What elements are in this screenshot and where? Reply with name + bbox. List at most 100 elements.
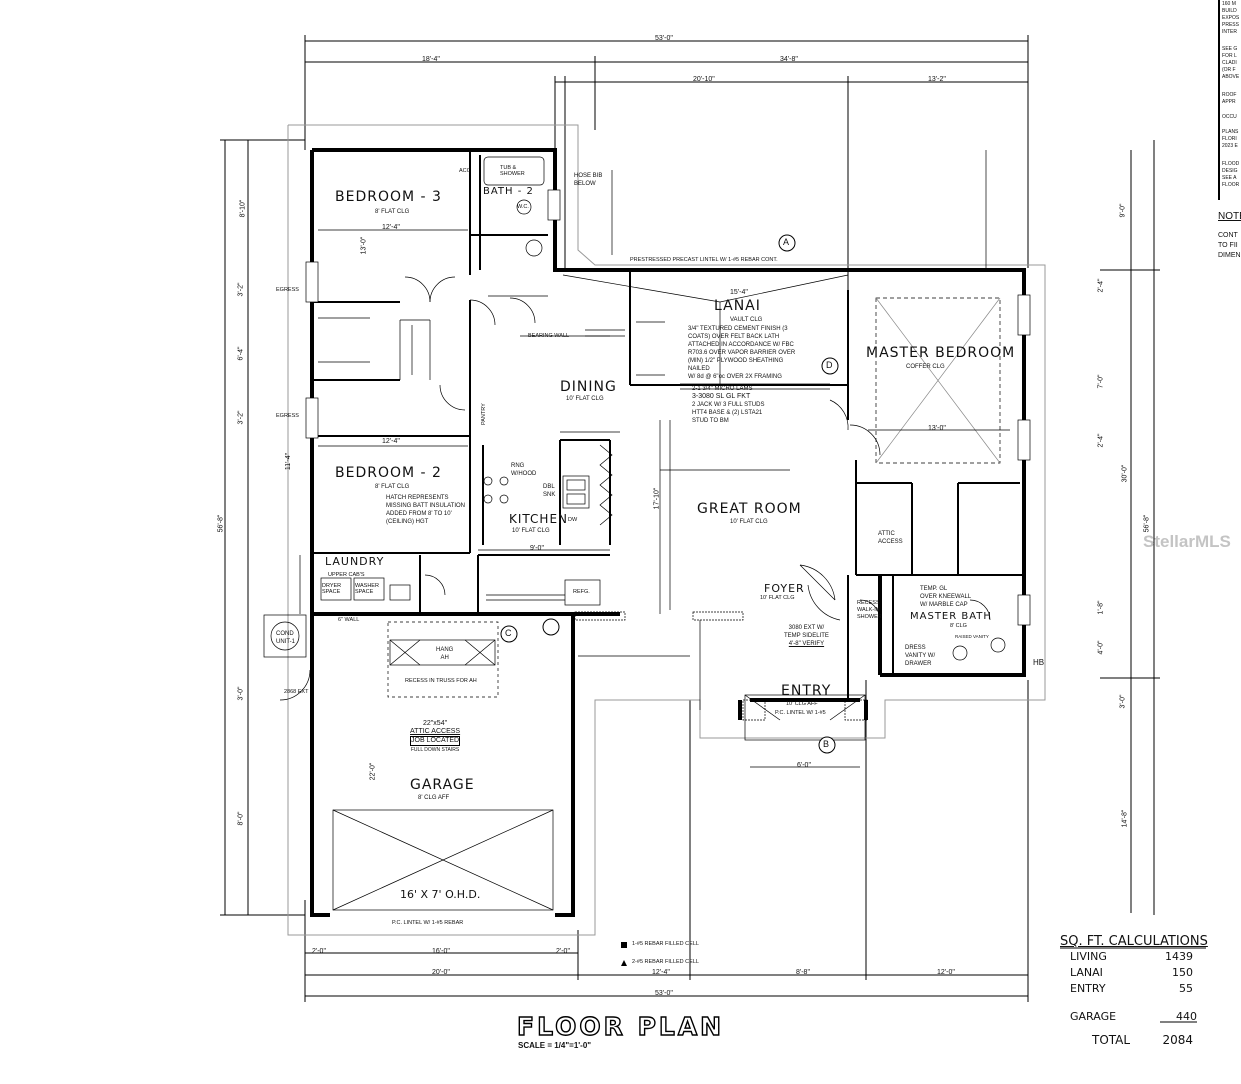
- sheet-note-line: OCCU: [1222, 114, 1237, 120]
- calc-label-entry: ENTRY: [1070, 982, 1106, 995]
- dimension-label: 20'-0": [432, 969, 450, 976]
- room-label-bedroom-2: BEDROOM - 2: [335, 465, 442, 481]
- note-line: ATTACHED IN ACCORDANCE W/ FBC: [688, 342, 794, 348]
- note-line: UNIT-1: [276, 639, 296, 645]
- room-label-lanai: LANAI: [714, 298, 761, 314]
- refrigerator-label: REFG.: [573, 589, 590, 595]
- exterior-door-label: 2868 EXT: [284, 689, 309, 695]
- overall-depth-right: 56'-8": [1143, 514, 1151, 533]
- pc-lintel-note: P.C. LINTEL W/ 1-#5: [775, 710, 826, 716]
- dimension-label: 13'-0": [928, 425, 946, 432]
- dress-vanity-note: DRESS VANITY W/ DRAWER: [905, 644, 935, 668]
- room-label-kitchen: KITCHEN: [509, 512, 568, 526]
- sheet-note-line: ABOVE: [1222, 74, 1240, 80]
- sheet-note-line: EXPOS: [1222, 15, 1240, 21]
- acc-label: ACC: [459, 168, 471, 174]
- sqft-calculations-title: SQ. FT. CALCULATIONS: [1060, 934, 1208, 949]
- dimension-label: 6'-4": [237, 346, 245, 361]
- dimension-label: 13'-2": [928, 76, 946, 83]
- garage-lintel-note: P.C. LINTEL W/ 1-#5 REBAR: [392, 920, 464, 926]
- dishwasher-label: DW: [568, 517, 578, 523]
- cond-unit-label: COND UNIT-1: [276, 630, 295, 646]
- calc-value-living: 1439: [1165, 950, 1193, 963]
- sheet-note-line: (OR F: [1222, 67, 1236, 73]
- grid-marker-c: C: [505, 628, 512, 638]
- ceiling-label: 10' FLAT CLG: [730, 519, 768, 525]
- tempered-glass-note: TEMP. GL OVER KNEEWALL W/ MARBLE CAP: [920, 585, 971, 609]
- dimension-label: 2'-4": [1097, 433, 1105, 448]
- sheet-note-line: PRESS: [1222, 22, 1239, 28]
- dimension-label: 9'-0": [1119, 203, 1127, 218]
- calc-value-lanai: 150: [1172, 966, 1193, 979]
- sheet-note-line: FOR L: [1222, 53, 1237, 59]
- ceiling-label: 8' FLAT CLG: [375, 209, 410, 215]
- note-line: DRAWER: [905, 661, 932, 667]
- dimension-label: 3'-2": [237, 282, 245, 297]
- note-line: SNK: [543, 492, 556, 498]
- sheet-note-line: 2023 E: [1222, 143, 1238, 149]
- dimension-label: 8'-10": [239, 199, 247, 218]
- dimension-label: 2'-0": [556, 948, 570, 955]
- dimension-label: 12'-4": [652, 969, 670, 976]
- ceiling-label: 8' FLAT CLG: [375, 484, 410, 490]
- room-label-garage: GARAGE: [410, 777, 475, 793]
- micro-lams-note: 2-1 3/4" MICRO LAMS 3-3080 SL GL FKT 2 J…: [692, 385, 764, 425]
- dimension-label: 15'-4": [730, 289, 748, 296]
- dimension-label: 6'-0": [797, 762, 811, 769]
- room-label-master-bath: MASTER BATH: [910, 611, 992, 622]
- room-label-bath-2: BATH - 2: [483, 186, 534, 197]
- dimension-label: 3'-2": [237, 410, 245, 425]
- pantry-label: PANTRY: [481, 403, 487, 425]
- hang-ah-note: HANG AH: [436, 646, 453, 662]
- note-line: ATTIC ACCESS: [410, 728, 461, 735]
- dimension-label: 3'-0": [237, 686, 245, 701]
- drawing-title: FLOOR PLAN: [516, 1011, 725, 1041]
- sheet-note-line: APPR: [1222, 99, 1236, 105]
- calc-label-garage: GARAGE: [1070, 1010, 1117, 1023]
- bearing-wall-note: BEARING WALL: [528, 333, 570, 339]
- double-sink-label: DBL SNK: [543, 483, 555, 499]
- drawing-scale: SCALE = 1/4"=1'-0": [518, 1041, 592, 1050]
- note-line: JOB LOCATED: [410, 736, 461, 746]
- room-label-dining: DINING: [560, 379, 617, 395]
- note-line: COATS) OVER FELT BACK LATH: [688, 334, 780, 340]
- dimension-label: 34'-8": [780, 56, 798, 63]
- ceiling-label: 10' FLAT CLG: [760, 595, 795, 601]
- note-line: 22"x54": [423, 720, 448, 727]
- note-line: (MIN) 1/2" PLYWOOD SHEATHING NAILED: [688, 358, 784, 372]
- sheet-note-line: FLOOD: [1222, 161, 1240, 167]
- note-line: W/ MARBLE CAP: [920, 602, 968, 608]
- tub-label: TUB & SHOWER: [500, 165, 525, 177]
- calc-value-entry: 55: [1179, 982, 1193, 995]
- sidelite-note: 3080 EXT W/ TEMP SIDELITE 4'-8" VERIFY: [784, 624, 829, 648]
- grid-marker-b: B: [823, 739, 830, 749]
- range-label: RNG W/HOOD: [511, 462, 536, 478]
- ceiling-label: VAULT CLG: [730, 317, 763, 323]
- overall-depth-left: 56'-8": [217, 514, 225, 533]
- dimension-label: 13'-0": [360, 236, 368, 255]
- ceiling-label: 10' FLAT CLG: [566, 396, 604, 402]
- garage-door-label: 16' X 7' O.H.D.: [400, 888, 481, 901]
- hose-bib-label: HB: [1033, 658, 1045, 667]
- sheet-note-line: SEE G: [1222, 46, 1238, 52]
- room-label-entry: ENTRY: [781, 683, 832, 699]
- dimension-label: 12'-0": [937, 969, 955, 976]
- side-note-line: TO FII: [1218, 242, 1238, 249]
- calc-value-total: 2084: [1162, 1033, 1193, 1047]
- sheet-note-line: DESIG: [1222, 168, 1238, 174]
- note-line: R703.6 OVER VAPOR BARRIER OVER: [688, 350, 796, 356]
- lanai-finish-note: 3/4" TEXTURED CEMENT FINISH (3 COATS) OV…: [688, 325, 803, 381]
- note-line: HTT4 BASE & (2) LSTA21: [692, 410, 763, 416]
- dimension-label: 22'-0": [369, 762, 377, 781]
- dimension-label: 14'-8": [1121, 809, 1129, 828]
- note-line: TEMP SIDELITE: [784, 633, 829, 639]
- note-line: ATTIC: [878, 531, 895, 537]
- note-line: FULL DOWN STAIRS: [410, 747, 460, 753]
- sheet-note-line: 160 M: [1222, 1, 1236, 7]
- note-line: COND: [276, 631, 294, 637]
- room-label-laundry: LAUNDRY: [325, 555, 385, 568]
- grid-marker-d: D: [826, 360, 833, 370]
- ceiling-label: 10' FLAT CLG: [512, 528, 550, 534]
- dimension-label: 12'-4": [382, 438, 400, 445]
